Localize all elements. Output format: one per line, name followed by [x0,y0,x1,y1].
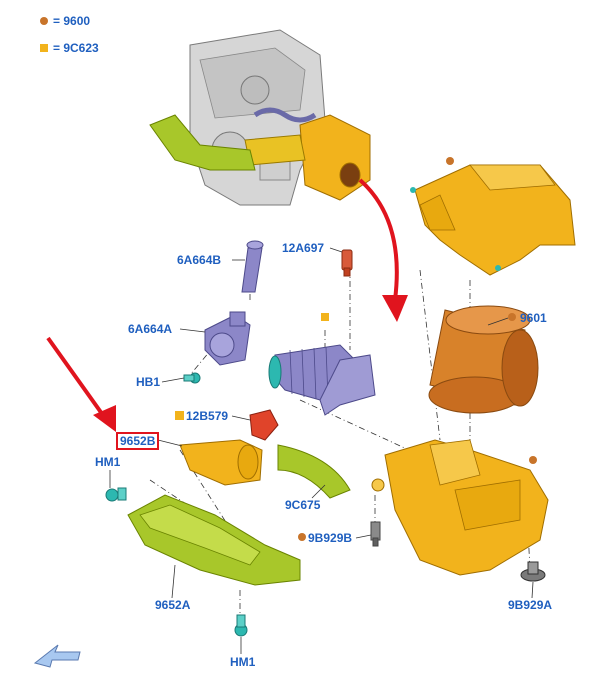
red-pointer-arrow [46,336,116,432]
clip-HB1 [183,372,201,384]
marker-9B929B [298,533,306,541]
circle-marker-icon [40,17,48,25]
label-HM1-upper: HM1 [95,455,121,469]
duct-9652B [179,439,263,486]
clip-HM1-lower [234,614,248,637]
air-cleaner-cover [410,164,576,276]
legend-label: = 9600 [53,14,91,28]
label-9C675: 9C675 [285,498,321,512]
orientation-arrow-icon [33,644,81,668]
label-12B579: 12B579 [186,409,229,423]
legend-row-9C623: = 9C623 [40,41,99,55]
label-9B929B: 9B929B [308,531,353,545]
label-6A664A: 6A664A [128,322,173,336]
marker-12B579 [175,411,184,420]
duct-9C675 [277,444,351,499]
hose-6A664B [241,240,264,293]
label-9601: 9601 [520,311,547,325]
callout-markers [321,157,537,464]
duct-9652A [127,494,301,586]
corrugated-intake-hose [268,344,376,416]
label-9652A: 9652A [155,598,191,612]
label-9B929A: 9B929A [508,598,553,612]
legend-label: = 9C623 [53,41,99,55]
air-filter-element [428,305,539,414]
legend-row-9600: = 9600 [40,14,90,28]
grommet-9B929A [520,561,546,582]
label-6A664B: 6A664B [177,253,222,267]
installed-air-box [244,114,371,201]
installed-intake-duct [149,114,256,171]
sensor-12A697 [341,249,353,277]
label-9652B-highlighted: 9652B [116,432,160,450]
marker-9601 [508,313,516,321]
label-12A697: 12A697 [282,241,325,255]
fitting-12B579 [249,409,279,441]
red-direction-arrow [358,178,408,322]
square-marker-icon [40,44,48,52]
label-leaders [109,247,534,654]
clip-HM1-upper [105,487,127,502]
sensor-9B929B [370,521,381,547]
resonator-6A664A [204,311,251,366]
air-cleaner-housing [371,439,549,576]
label-HM1-lower: HM1 [230,655,256,669]
label-HB1: HB1 [136,375,161,389]
